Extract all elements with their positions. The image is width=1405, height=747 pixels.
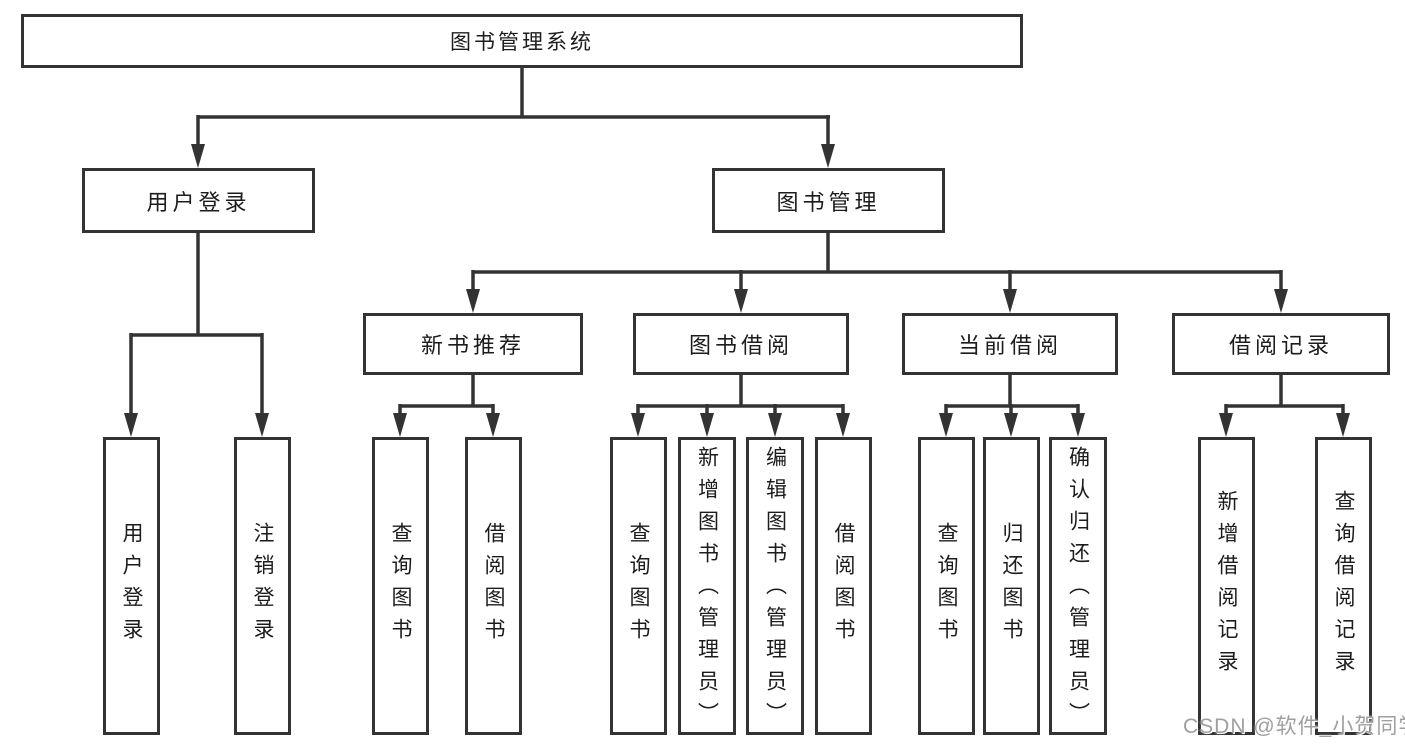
leaf-borrow-books-recommend: 借阅图书	[465, 437, 522, 735]
leaf-add-borrow-record: 新增借阅记录	[1198, 437, 1255, 735]
leaf-query-borrow-record: 查询借阅记录	[1315, 437, 1372, 735]
leaf-logout: 注销登录	[234, 437, 291, 735]
node-book-management: 图书管理	[712, 168, 945, 233]
node-library-management-system: 图书管理系统	[21, 14, 1023, 68]
leaf-query-books-recommend: 查询图书	[372, 437, 429, 735]
leaf-confirm-return-admin: 确认归还（管理员）	[1049, 437, 1107, 735]
csdn-watermark: CSDN @软件_小贺同学	[1183, 715, 1405, 738]
node-book-borrow: 图书借阅	[633, 313, 849, 375]
node-new-book-recommend: 新书推荐	[363, 313, 583, 375]
leaf-edit-books-admin: 编辑图书（管理员）	[746, 437, 804, 735]
leaf-return-books: 归还图书	[983, 437, 1040, 735]
leaf-user-login: 用户登录	[103, 437, 160, 735]
leaf-query-books-current: 查询图书	[918, 437, 975, 735]
leaf-borrow-books: 借阅图书	[815, 437, 872, 735]
leaf-query-books-borrow: 查询图书	[610, 437, 667, 735]
node-current-borrow: 当前借阅	[902, 313, 1118, 375]
node-borrow-records: 借阅记录	[1172, 313, 1390, 375]
node-user-login: 用户登录	[82, 168, 315, 233]
leaf-add-books-admin: 新增图书（管理员）	[678, 437, 736, 735]
